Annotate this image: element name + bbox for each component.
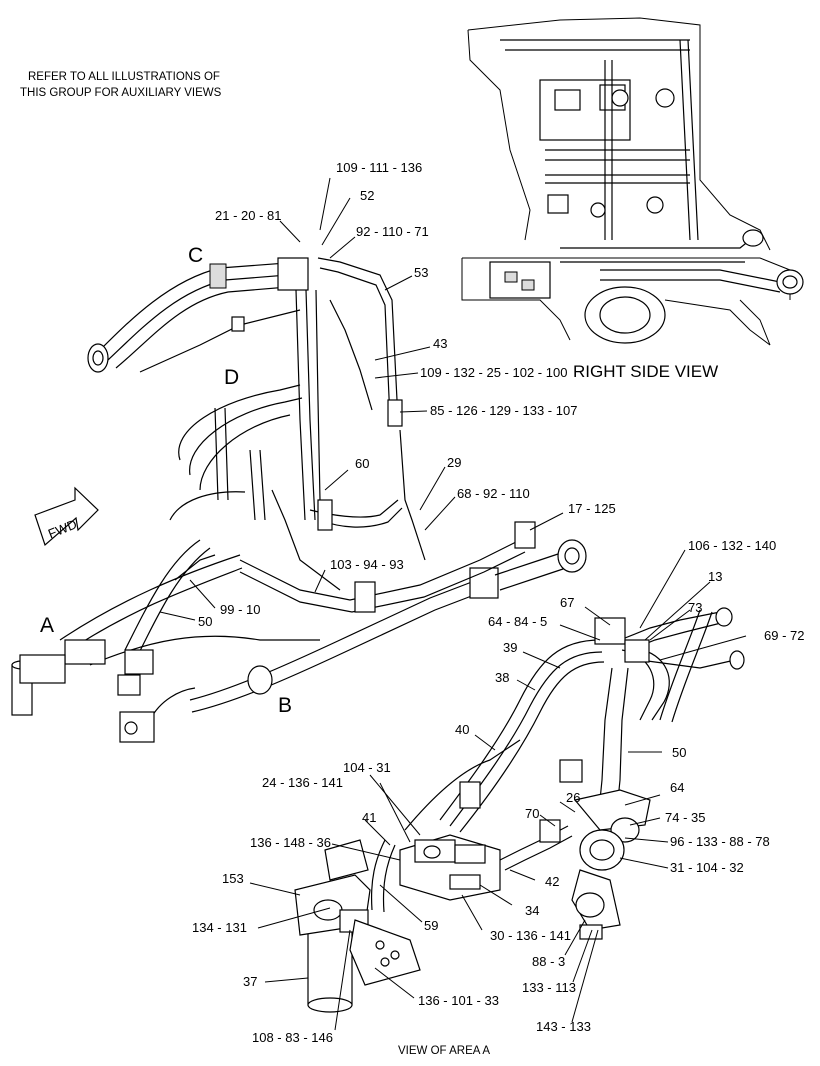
callout-label: 70 <box>525 806 539 821</box>
callout-label: 143 - 133 <box>536 1019 591 1034</box>
right-side-view-title: RIGHT SIDE VIEW <box>573 362 718 381</box>
callout-label: 64 - 84 - 5 <box>488 614 547 629</box>
view-of-area-a <box>294 607 745 1013</box>
callout-labels: 109 - 111 - 136 52 21 - 20 - 81 92 - 110… <box>192 160 804 1045</box>
callout-label: 24 - 136 - 141 <box>262 775 343 790</box>
view-letter-b: B <box>278 694 292 717</box>
callout-label: 50 <box>198 614 212 629</box>
right-side-view-inset <box>461 17 804 346</box>
callout-label: 96 - 133 - 88 - 78 <box>670 834 770 849</box>
callout-label: 42 <box>545 874 559 889</box>
callout-label: 13 <box>708 569 722 584</box>
callout-label: 85 - 126 - 129 - 133 - 107 <box>430 403 577 418</box>
area-a-view-title: VIEW OF AREA A <box>398 1045 490 1057</box>
callout-label: 26 <box>566 790 580 805</box>
callout-label: 31 - 104 - 32 <box>670 860 744 875</box>
callout-label: 34 <box>525 903 539 918</box>
callout-label: 21 - 20 - 81 <box>215 208 282 223</box>
view-letter-c: C <box>188 244 203 267</box>
callout-label: 104 - 31 <box>343 760 391 775</box>
callout-label: 17 - 125 <box>568 501 616 516</box>
callout-label: 109 - 132 - 25 - 102 - 100 <box>420 365 567 380</box>
refer-note-line1: REFER TO ALL ILLUSTRATIONS OF <box>28 71 220 83</box>
callout-label: 41 <box>362 810 376 825</box>
fwd-arrow: FWD <box>34 486 99 547</box>
main-assembly <box>11 257 587 743</box>
callout-label: 52 <box>360 188 374 203</box>
callout-label: 59 <box>424 918 438 933</box>
callout-label: 64 <box>670 780 684 795</box>
callout-label: 103 - 94 - 93 <box>330 557 404 572</box>
refer-note-line2: THIS GROUP FOR AUXILIARY VIEWS <box>20 87 222 99</box>
callout-label: 134 - 131 <box>192 920 247 935</box>
view-letter-d: D <box>224 366 239 389</box>
callout-label: 37 <box>243 974 257 989</box>
callout-label: 60 <box>355 456 369 471</box>
callout-label: 133 - 113 <box>522 980 576 995</box>
callout-label: 92 - 110 - 71 <box>356 224 429 239</box>
leader-lines <box>159 177 747 1031</box>
callout-label: 136 - 148 - 36 <box>250 835 331 850</box>
callout-label: 88 - 3 <box>532 954 565 969</box>
callout-label: 38 <box>495 670 509 685</box>
callout-label: 108 - 83 - 146 <box>252 1030 333 1045</box>
callout-label: 68 - 92 - 110 <box>457 486 530 501</box>
callout-label: 53 <box>414 265 428 280</box>
callout-label: 74 - 35 <box>665 810 705 825</box>
callout-label: 50 <box>672 745 686 760</box>
callout-label: 29 <box>447 455 461 470</box>
callout-label: 39 <box>503 640 517 655</box>
callout-label: 69 - 72 <box>764 628 804 643</box>
callout-label: 30 - 136 - 141 <box>490 928 571 943</box>
callout-label: 73 <box>688 600 702 615</box>
callout-label: 43 <box>433 336 447 351</box>
view-letter-a: A <box>40 614 54 637</box>
callout-label: 67 <box>560 595 574 610</box>
callout-label: 153 <box>222 871 244 886</box>
callout-label: 109 - 111 - 136 <box>336 160 422 175</box>
callout-label: 40 <box>455 722 469 737</box>
callout-label: 136 - 101 - 33 <box>418 993 499 1008</box>
callout-label: 99 - 10 <box>220 602 260 617</box>
callout-label: 106 - 132 - 140 <box>688 538 776 553</box>
